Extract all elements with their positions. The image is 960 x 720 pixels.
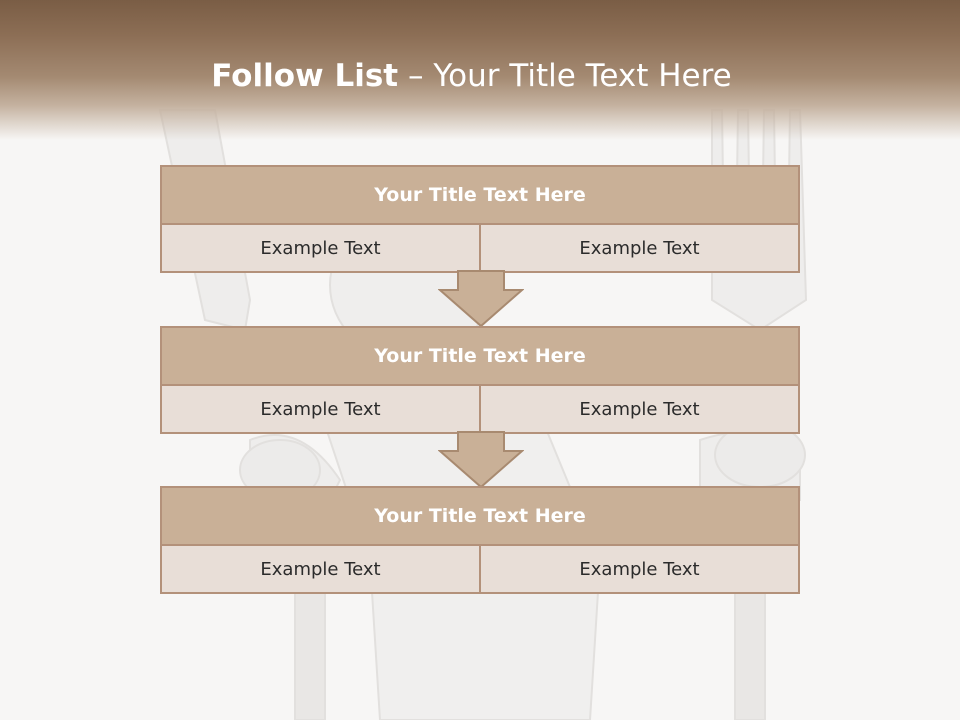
- block-cell-right: Example Text: [479, 225, 798, 271]
- block-cell-right: Example Text: [479, 386, 798, 432]
- slide-title-bold: Follow List: [211, 58, 399, 94]
- block-title: Your Title Text Here: [162, 167, 798, 225]
- block-cell-left: Example Text: [260, 398, 381, 420]
- block-cell-right: Example Text: [479, 546, 798, 592]
- header-band: [0, 0, 960, 140]
- block-row: Example Text Example Text: [162, 386, 798, 432]
- slide-title-rest: – Your Title Text Here: [407, 58, 732, 94]
- list-block-3: Your Title Text Here Example Text Exampl…: [160, 486, 800, 594]
- block-cell-left: Example Text: [260, 237, 381, 259]
- block-cell-left: Example Text: [260, 558, 381, 580]
- block-title: Your Title Text Here: [162, 328, 798, 386]
- list-block-2: Your Title Text Here Example Text Exampl…: [160, 326, 800, 434]
- block-row: Example Text Example Text: [162, 546, 798, 592]
- block-title: Your Title Text Here: [162, 488, 798, 546]
- slide-title: Follow List – Your Title Text Here: [0, 54, 943, 98]
- list-block-1: Your Title Text Here Example Text Exampl…: [160, 165, 800, 273]
- block-row: Example Text Example Text: [162, 225, 798, 271]
- down-arrow-icon: [438, 270, 524, 328]
- down-arrow-icon: [438, 431, 524, 489]
